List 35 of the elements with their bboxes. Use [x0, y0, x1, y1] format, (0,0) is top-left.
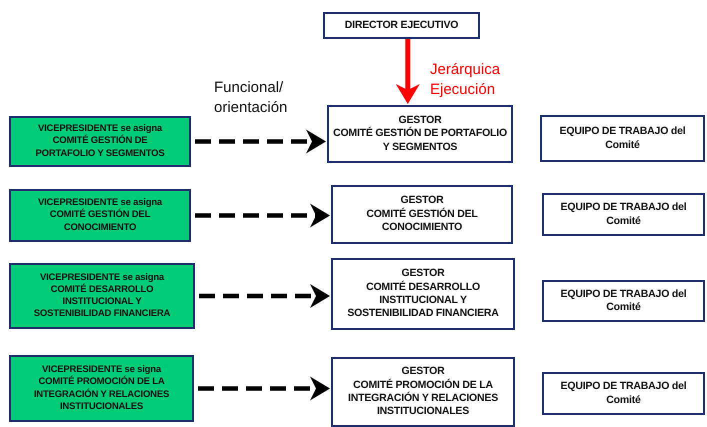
box-text: COMITÉ DESARROLLO INSTITUCIONAL Y SOSTENIBILIDAD FINANCIERA: [346, 280, 500, 321]
process-box: [540, 115, 705, 162]
arrow: [199, 284, 330, 308]
box-text: EQUIPO DE TRABAJO del Comité: [560, 380, 688, 407]
process-box: [542, 372, 705, 415]
process-box: [542, 193, 705, 236]
box-text: GESTOR: [398, 114, 442, 126]
role-box: [9, 116, 191, 167]
box-text: GESTOR: [402, 267, 444, 280]
box-text: GESTOR: [400, 194, 444, 208]
role-box: [9, 189, 191, 242]
box-text: EQUIPO DE TRABAJO del Comité: [558, 125, 686, 152]
box-text: VICEPRESIDENTE se asigna COMITÉ GESTIÓN DEL CONOCIMIENTO: [36, 197, 164, 234]
process-box: [323, 12, 480, 39]
box-text: VICEPRESIDENTE se asigna COMITÉ GESTIÓN DE PORTAFOLIO Y SEGMENTOS: [34, 123, 166, 160]
role-box: [9, 263, 195, 329]
box-text: GESTOR: [402, 365, 444, 378]
box-text: COMITÉ PROMOCIÓN DE LA INTEGRACIÓN Y RELACIONES INSTITUCIONALES: [347, 378, 499, 419]
role-box: [9, 355, 194, 422]
process-box: [327, 105, 513, 163]
box-text: DIRECTOR EJECUTIVO: [344, 18, 458, 32]
box-text: COMITÉ GESTIÓN DEL CONOCIMIENTO: [365, 208, 479, 235]
process-box: [542, 280, 705, 322]
box-text: COMITÉ GESTIÓN DE PORTAFOLIO Y SEGMENTOS: [333, 127, 507, 154]
box-text: EQUIPO DE TRABAJO del Comité: [560, 288, 688, 314]
process-box: [331, 185, 513, 244]
arrow: [195, 204, 330, 228]
process-box: [331, 357, 515, 427]
arrow: [198, 376, 330, 400]
box-text: EQUIPO DE TRABAJO del Comité: [560, 201, 688, 228]
arrow: [195, 130, 326, 154]
box-text: VICEPRESIDENTE se signa COMITÉ PROMOCIÓN DE LA INTEGRACIÓN Y RELACIONES INSTITUCIONALES: [32, 364, 170, 413]
box-text: VICEPRESIDENTE se asigna COMITÉ DESARROLLO INSTITUCIONAL Y SOSTENIBILIDAD FINANCIERA: [32, 272, 172, 320]
arrow: [396, 39, 420, 104]
process-box: [331, 258, 515, 330]
